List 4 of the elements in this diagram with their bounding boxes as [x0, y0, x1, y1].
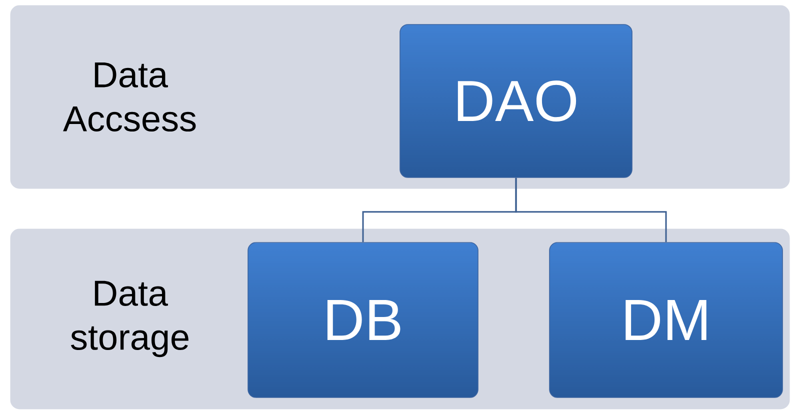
connector-line: [515, 178, 667, 242]
process-box: DB: [248, 242, 478, 398]
process-box: DAO: [400, 24, 632, 178]
process-box: DM: [549, 242, 783, 398]
